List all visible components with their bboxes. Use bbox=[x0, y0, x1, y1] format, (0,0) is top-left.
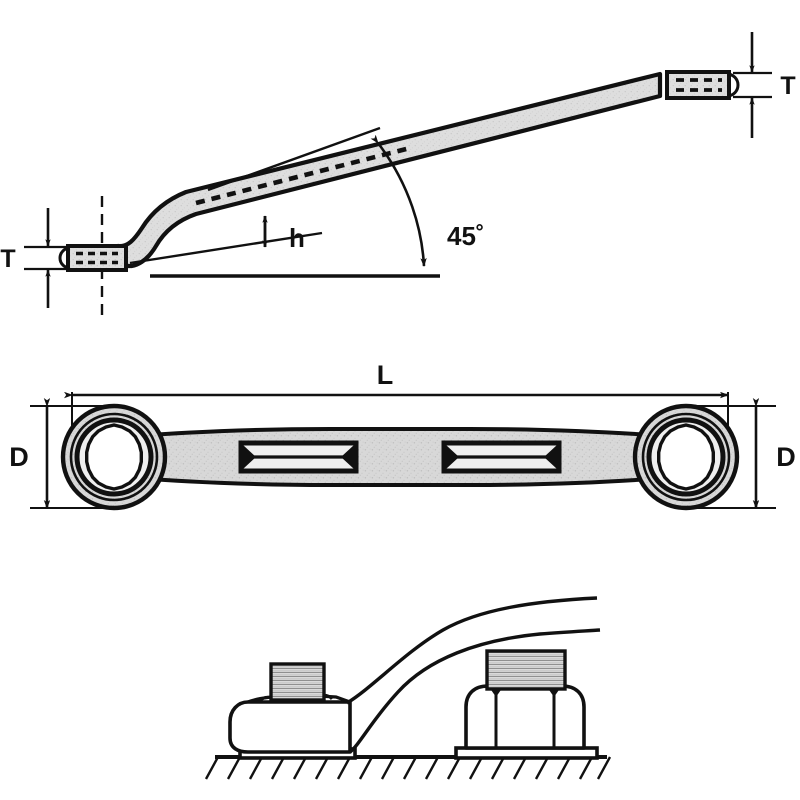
low-profile-bolt-head bbox=[269, 662, 326, 702]
offset-angle-dimension: 45˚ bbox=[150, 134, 485, 278]
diameter-dimension-left: D bbox=[9, 398, 122, 509]
offset-height-label: h bbox=[289, 223, 305, 253]
right-ring-head bbox=[632, 403, 740, 511]
left-ring-head bbox=[60, 403, 168, 511]
application-view bbox=[204, 596, 612, 780]
right-ring-head-edge-view bbox=[665, 70, 740, 100]
length-dimension: L bbox=[64, 360, 729, 432]
left-wrench-shank-upper bbox=[346, 596, 598, 705]
offset-height-dimension: h bbox=[129, 126, 381, 265]
thickness-dimension-left: T bbox=[0, 208, 66, 308]
handle-slots bbox=[238, 440, 562, 474]
wrench-ring-side-body bbox=[228, 700, 352, 754]
plan-view: L bbox=[9, 360, 796, 511]
left-wrench-shank-lower bbox=[348, 628, 601, 754]
offset-wrench-body bbox=[115, 71, 663, 269]
diameter-label-right: D bbox=[776, 442, 796, 472]
right-ring-12-point-profile bbox=[657, 423, 715, 491]
threaded-stud bbox=[485, 649, 567, 691]
diameter-label-left: D bbox=[9, 442, 29, 472]
thickness-label-left: T bbox=[0, 245, 15, 273]
thickness-dimension-right: T bbox=[733, 32, 796, 138]
hex-nut bbox=[464, 684, 586, 750]
thickness-label-right: T bbox=[780, 72, 795, 100]
offset-angle-label: 45˚ bbox=[447, 221, 485, 251]
side-elevation-view: T T h bbox=[0, 32, 796, 318]
spanner-handle-body bbox=[116, 427, 684, 487]
right-fastener-assembly bbox=[454, 649, 599, 760]
left-ring-12-point-profile bbox=[85, 423, 143, 491]
ground-hatch bbox=[204, 755, 612, 780]
diameter-dimension-right: D bbox=[678, 398, 796, 509]
left-fastener-assembly bbox=[228, 596, 601, 760]
left-ring-head-edge-view bbox=[58, 244, 128, 272]
length-label: L bbox=[377, 360, 394, 390]
